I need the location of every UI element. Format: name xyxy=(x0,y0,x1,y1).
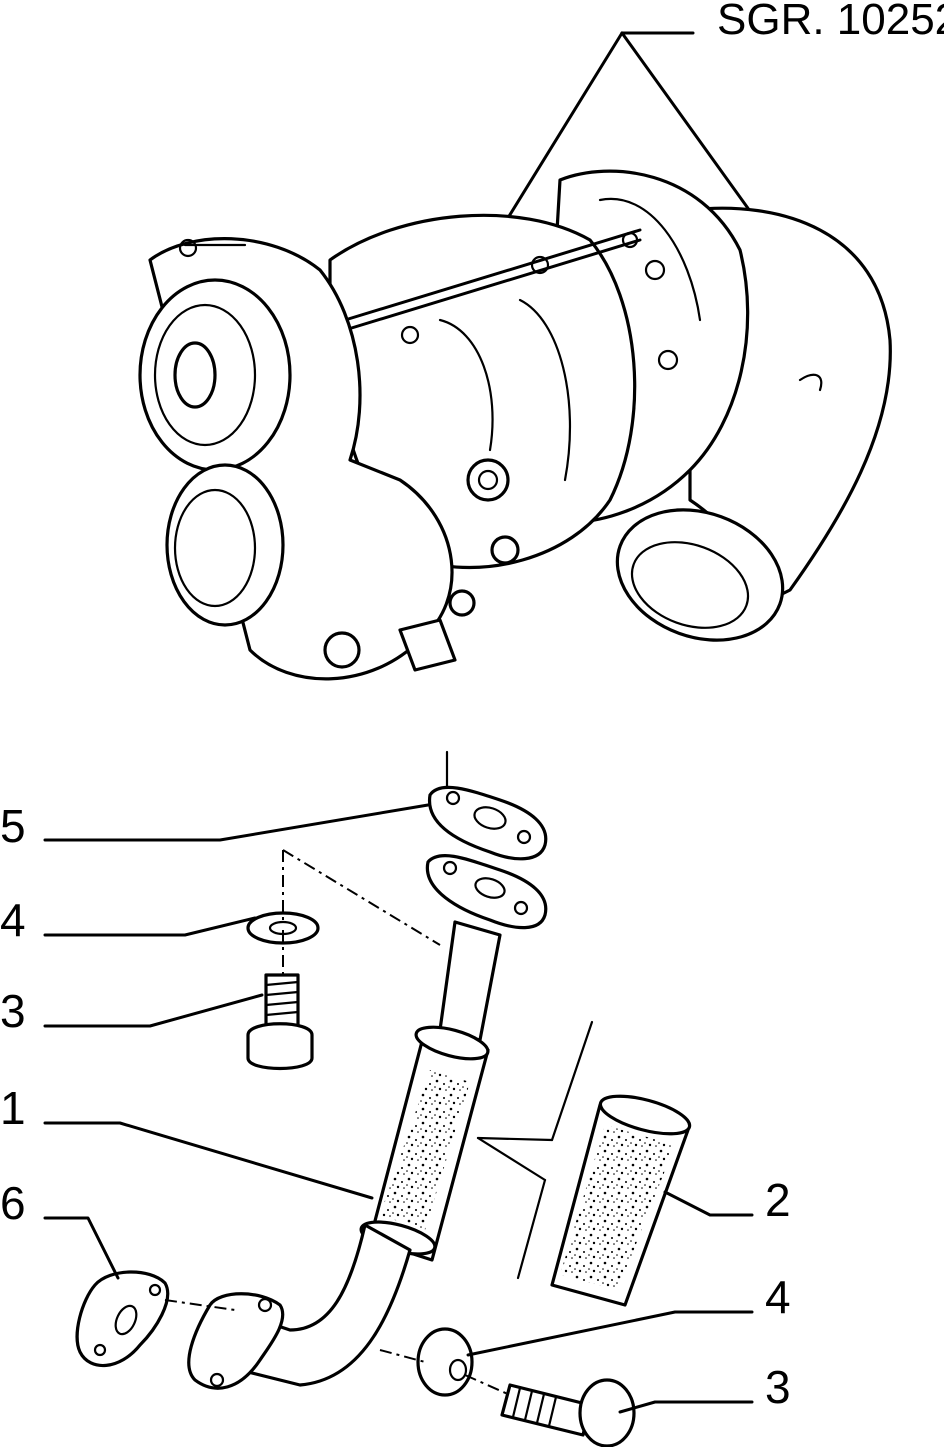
bolt-part-3-bottom xyxy=(500,1378,636,1447)
callout-2: 2 xyxy=(765,1174,791,1226)
washer-part-4-bottom xyxy=(416,1327,474,1397)
washer-part-4-top xyxy=(246,911,320,945)
callout-6: 6 xyxy=(0,1177,26,1229)
insulating-sleeve-part-2 xyxy=(550,1094,692,1307)
bolt-part-3-top xyxy=(246,973,314,1071)
assembly-center-lines xyxy=(164,849,511,1396)
callout-3-top: 3 xyxy=(0,985,26,1037)
sleeve-bracket xyxy=(476,1020,594,1280)
callout-4-bottom: 4 xyxy=(765,1271,791,1323)
leader-lines xyxy=(43,803,754,1414)
oil-pipe-part-1 xyxy=(187,854,548,1390)
drawing-reference: SGR. 10252 xyxy=(717,0,944,44)
gasket-part-5 xyxy=(427,750,548,861)
turbocharger-assembly xyxy=(138,169,892,681)
callout-3-bottom: 3 xyxy=(765,1361,791,1413)
gasket-part-6 xyxy=(75,1270,170,1367)
callout-1: 1 xyxy=(0,1082,26,1134)
callout-4-top: 4 xyxy=(0,894,26,946)
callout-5: 5 xyxy=(0,800,26,852)
